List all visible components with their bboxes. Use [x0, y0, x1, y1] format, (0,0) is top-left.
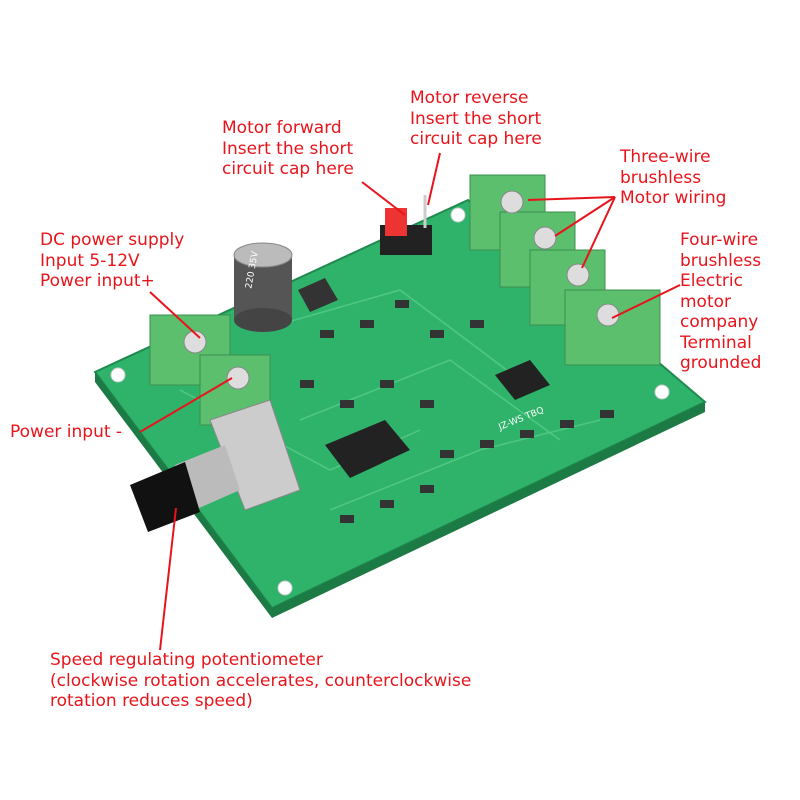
electrolytic-capacitor: 220 35V — [233, 242, 293, 332]
annotation-lines — [139, 152, 681, 651]
jumper-header — [380, 195, 432, 255]
label-potentiometer: Speed regulating potentiometer(clockwise… — [50, 650, 472, 711]
motor-terminal-block — [469, 174, 661, 366]
ic-chips — [298, 278, 550, 478]
potentiometer — [130, 399, 301, 532]
label-power-minus: Power input - — [10, 422, 123, 442]
